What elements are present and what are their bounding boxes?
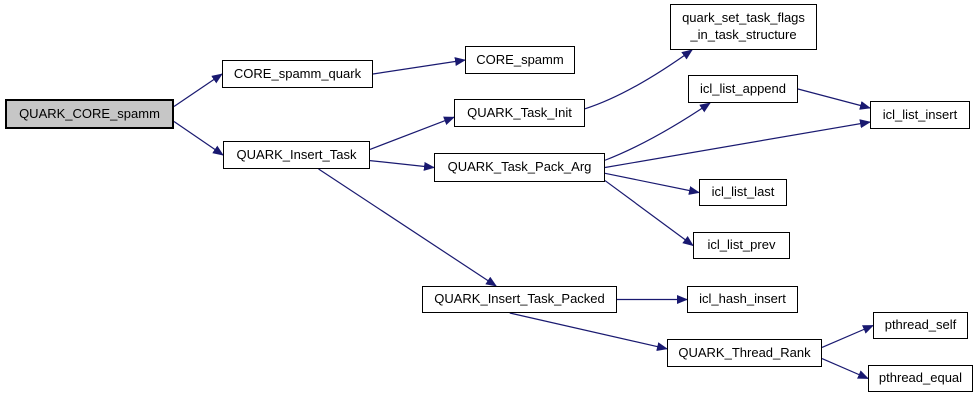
edge-QUARK_Thread_Rank--pthread_equal <box>821 358 869 380</box>
edge-QUARK_Task_Pack_Arg--icl_list_prev <box>604 180 694 247</box>
edge-QUARK_CORE_spamm--QUARK_Insert_Task <box>173 121 224 156</box>
node-icl_list_last[interactable]: icl_list_last <box>699 179 787 206</box>
edge-icl_list_append--icl_list_insert <box>797 88 871 110</box>
node-QUARK_CORE_spamm: QUARK_CORE_spamm <box>5 99 174 129</box>
node-quark_set_task_flags[interactable]: quark_set_task_flags _in_task_structure <box>670 4 817 50</box>
node-icl_list_insert[interactable]: icl_list_insert <box>870 101 970 129</box>
edge-QUARK_Task_Pack_Arg--icl_list_last <box>604 172 700 195</box>
edge-QUARK_Insert_Task--QUARK_Task_Init <box>369 116 455 150</box>
node-pthread_self[interactable]: pthread_self <box>873 312 968 339</box>
node-QUARK_Task_Init[interactable]: QUARK_Task_Init <box>454 99 585 127</box>
node-QUARK_Task_Pack_Arg[interactable]: QUARK_Task_Pack_Arg <box>434 153 605 182</box>
node-QUARK_Thread_Rank[interactable]: QUARK_Thread_Rank <box>667 339 822 367</box>
node-QUARK_Insert_Task_Packed[interactable]: QUARK_Insert_Task_Packed <box>422 286 617 313</box>
edge-QUARK_Thread_Rank--pthread_self <box>821 324 874 348</box>
node-icl_list_prev[interactable]: icl_list_prev <box>693 232 790 259</box>
edge-QUARK_Task_Pack_Arg--icl_list_insert <box>604 119 871 169</box>
edge-QUARK_Task_Init--quark_set_task_flags <box>584 49 693 110</box>
edge-QUARK_Task_Pack_Arg--icl_list_append <box>604 102 711 161</box>
node-icl_hash_insert[interactable]: icl_hash_insert <box>687 286 798 313</box>
edge-CORE_spamm_quark--CORE_spamm <box>372 57 466 75</box>
node-QUARK_Insert_Task[interactable]: QUARK_Insert_Task <box>223 141 370 169</box>
edge-QUARK_Insert_Task--QUARK_Insert_Task_Packed <box>318 168 497 287</box>
edge-QUARK_Insert_Task--QUARK_Task_Pack_Arg <box>369 160 435 171</box>
node-CORE_spamm[interactable]: CORE_spamm <box>465 46 575 74</box>
node-CORE_spamm_quark[interactable]: CORE_spamm_quark <box>222 60 373 88</box>
node-icl_list_append[interactable]: icl_list_append <box>688 75 798 103</box>
node-pthread_equal[interactable]: pthread_equal <box>868 365 973 392</box>
edge-QUARK_CORE_spamm--CORE_spamm_quark <box>173 73 223 107</box>
edge-QUARK_Insert_Task_Packed--QUARK_Thread_Rank <box>509 312 668 351</box>
